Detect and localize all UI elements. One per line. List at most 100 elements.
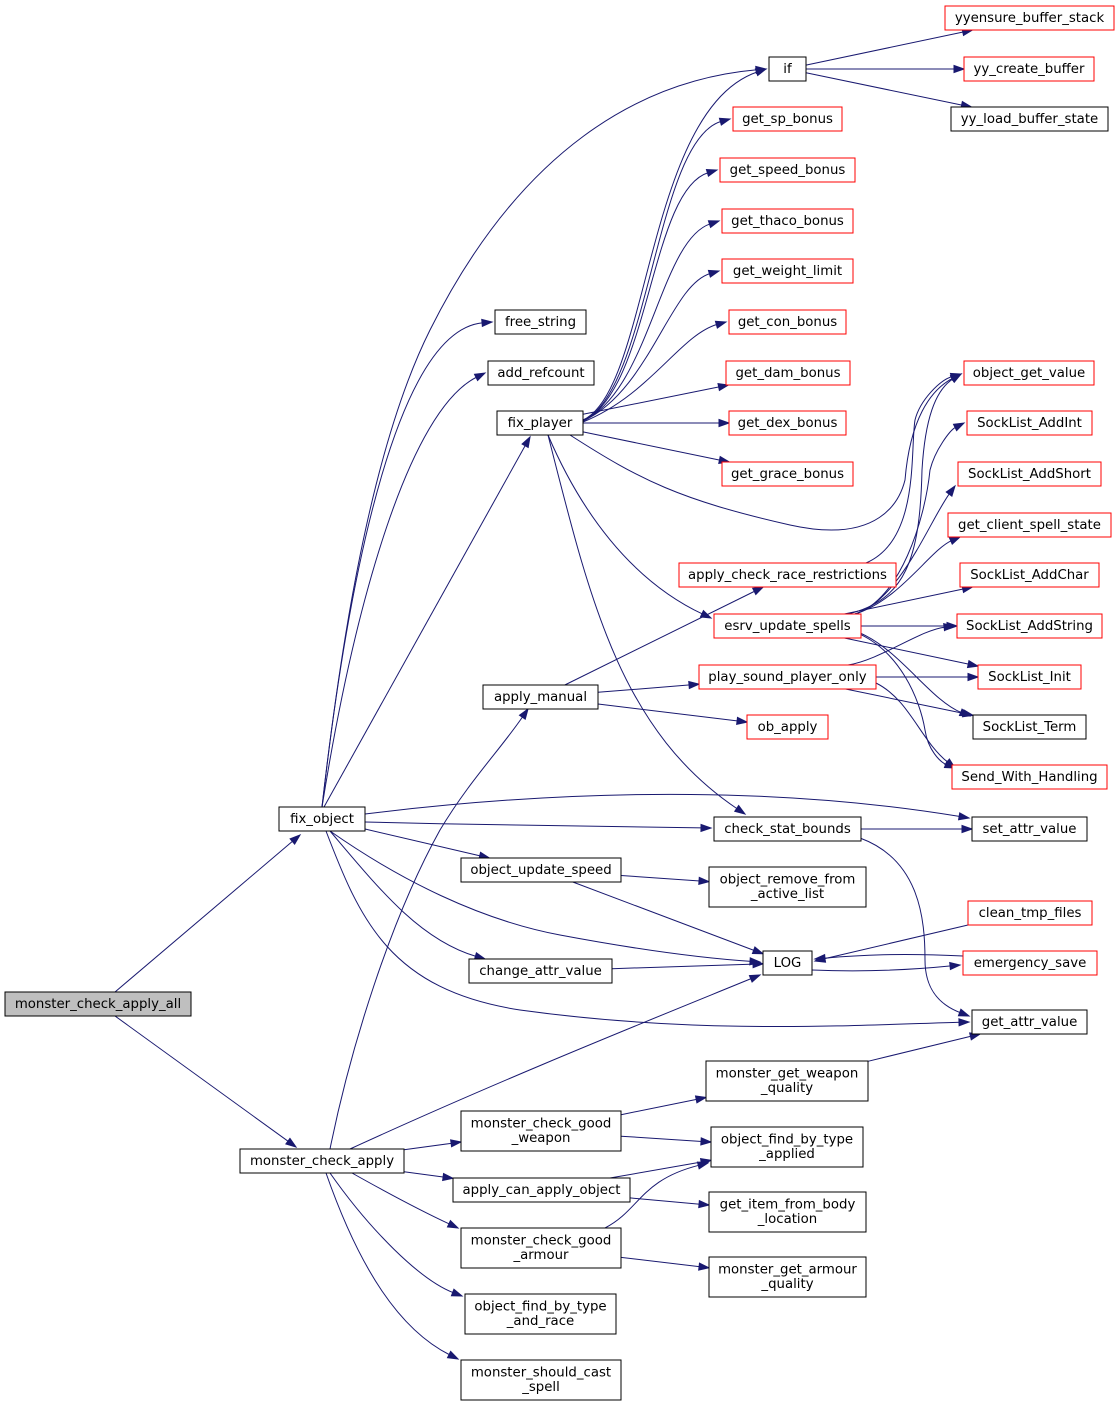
node-change_attr_value[interactable]: change_attr_value [468,958,613,984]
node-get_grace_bonus[interactable]: get_grace_bonus [721,461,854,487]
node-get_weight_limit[interactable]: get_weight_limit [721,258,854,284]
node-object_find_by_type_and_race[interactable]: object_find_by_type_and_race [464,1293,617,1335]
node-object_update_speed[interactable]: object_update_speed [460,857,622,883]
node-Send_With_Handling[interactable]: Send_With_Handling [951,764,1108,790]
node-box[interactable] [705,1060,869,1102]
node-get_dex_bonus[interactable]: get_dex_bonus [728,410,847,436]
node-set_attr_value[interactable]: set_attr_value [971,816,1088,842]
node-box[interactable] [768,56,807,82]
node-box[interactable] [708,1256,867,1298]
node-monster_check_good_weapon[interactable]: monster_check_good_weapon [460,1110,622,1152]
node-fix_object[interactable]: fix_object [278,806,366,832]
node-box[interactable] [732,106,843,132]
node-SockList_AddShort[interactable]: SockList_AddShort [957,461,1102,487]
node-box[interactable] [460,857,622,883]
node-if[interactable]: if [768,56,807,82]
node-box[interactable] [698,664,877,690]
node-esrv_update_spells[interactable]: esrv_update_spells [713,613,862,639]
node-fix_player[interactable]: fix_player [496,410,584,436]
node-get_item_from_body_location[interactable]: get_item_from_body_location [708,1191,867,1233]
node-ob_apply[interactable]: ob_apply [746,714,829,740]
node-box[interactable] [678,562,897,588]
node-box[interactable] [728,309,847,335]
node-monster_get_armour_quality[interactable]: monster_get_armour_quality [708,1256,867,1298]
node-monster_check_good_armour[interactable]: monster_check_good_armour [460,1227,622,1269]
node-box[interactable] [963,56,1095,82]
node-yy_create_buffer[interactable]: yy_create_buffer [963,56,1095,82]
node-box[interactable] [710,1126,864,1168]
node-get_sp_bonus[interactable]: get_sp_bonus [732,106,843,132]
node-box[interactable] [708,1191,867,1233]
node-SockList_Init[interactable]: SockList_Init [977,664,1082,690]
node-box[interactable] [947,512,1112,538]
node-box[interactable] [967,900,1093,926]
node-box[interactable] [482,684,599,710]
node-box[interactable] [962,950,1098,976]
node-get_thaco_bonus[interactable]: get_thaco_bonus [721,208,854,234]
node-get_dam_bonus[interactable]: get_dam_bonus [725,360,851,386]
node-box[interactable] [719,157,856,183]
node-box[interactable] [468,958,613,984]
node-box[interactable] [963,360,1095,386]
node-get_con_bonus[interactable]: get_con_bonus [728,309,847,335]
node-box[interactable] [4,991,192,1017]
node-box[interactable] [972,714,1087,740]
node-box[interactable] [957,461,1102,487]
node-clean_tmp_files[interactable]: clean_tmp_files [967,900,1093,926]
node-free_string[interactable]: free_string [494,309,587,335]
node-box[interactable] [460,1359,622,1401]
node-object_remove_from_active_list[interactable]: object_remove_from_active_list [708,866,867,908]
node-box[interactable] [951,764,1108,790]
node-box[interactable] [239,1148,405,1174]
node-box[interactable] [971,1009,1088,1035]
node-get_speed_bonus[interactable]: get_speed_bonus [719,157,856,183]
node-apply_can_apply_object[interactable]: apply_can_apply_object [452,1177,631,1203]
node-box[interactable] [977,664,1082,690]
node-SockList_AddChar[interactable]: SockList_AddChar [959,562,1100,588]
node-box[interactable] [966,410,1093,436]
node-box[interactable] [713,816,862,842]
node-box[interactable] [452,1177,631,1203]
node-box[interactable] [464,1293,617,1335]
node-box[interactable] [762,950,813,976]
node-box[interactable] [713,613,862,639]
node-box[interactable] [487,360,595,386]
node-get_client_spell_state[interactable]: get_client_spell_state [947,512,1112,538]
node-object_find_by_type_applied[interactable]: object_find_by_type_applied [710,1126,864,1168]
node-box[interactable] [721,461,854,487]
node-apply_check_race_restrictions[interactable]: apply_check_race_restrictions [678,562,897,588]
node-yy_load_buffer_state[interactable]: yy_load_buffer_state [950,106,1109,132]
node-apply_manual[interactable]: apply_manual [482,684,599,710]
node-box[interactable] [971,816,1088,842]
node-LOG[interactable]: LOG [762,950,813,976]
node-box[interactable] [956,613,1103,639]
node-SockList_AddString[interactable]: SockList_AddString [956,613,1103,639]
node-SockList_Term[interactable]: SockList_Term [972,714,1087,740]
node-box[interactable] [721,208,854,234]
node-box[interactable] [278,806,366,832]
node-box[interactable] [944,5,1115,31]
node-monster_check_apply[interactable]: monster_check_apply [239,1148,405,1174]
node-root[interactable]: monster_check_apply_all [4,991,192,1017]
node-box[interactable] [721,258,854,284]
node-box[interactable] [746,714,829,740]
node-box[interactable] [494,309,587,335]
node-box[interactable] [460,1227,622,1269]
node-box[interactable] [959,562,1100,588]
node-box[interactable] [708,866,867,908]
node-emergency_save[interactable]: emergency_save [962,950,1098,976]
node-yyensure_buffer_stack[interactable]: yyensure_buffer_stack [944,5,1115,31]
node-add_refcount[interactable]: add_refcount [487,360,595,386]
node-object_get_value[interactable]: object_get_value [963,360,1095,386]
node-box[interactable] [728,410,847,436]
node-box[interactable] [460,1110,622,1152]
node-box[interactable] [950,106,1109,132]
node-monster_should_cast_spell[interactable]: monster_should_cast_spell [460,1359,622,1401]
node-play_sound_player_only[interactable]: play_sound_player_only [698,664,877,690]
node-monster_get_weapon_quality[interactable]: monster_get_weapon_quality [705,1060,869,1102]
node-SockList_AddInt[interactable]: SockList_AddInt [966,410,1093,436]
node-box[interactable] [496,410,584,436]
node-get_attr_value[interactable]: get_attr_value [971,1009,1088,1035]
node-box[interactable] [725,360,851,386]
node-check_stat_bounds[interactable]: check_stat_bounds [713,816,862,842]
